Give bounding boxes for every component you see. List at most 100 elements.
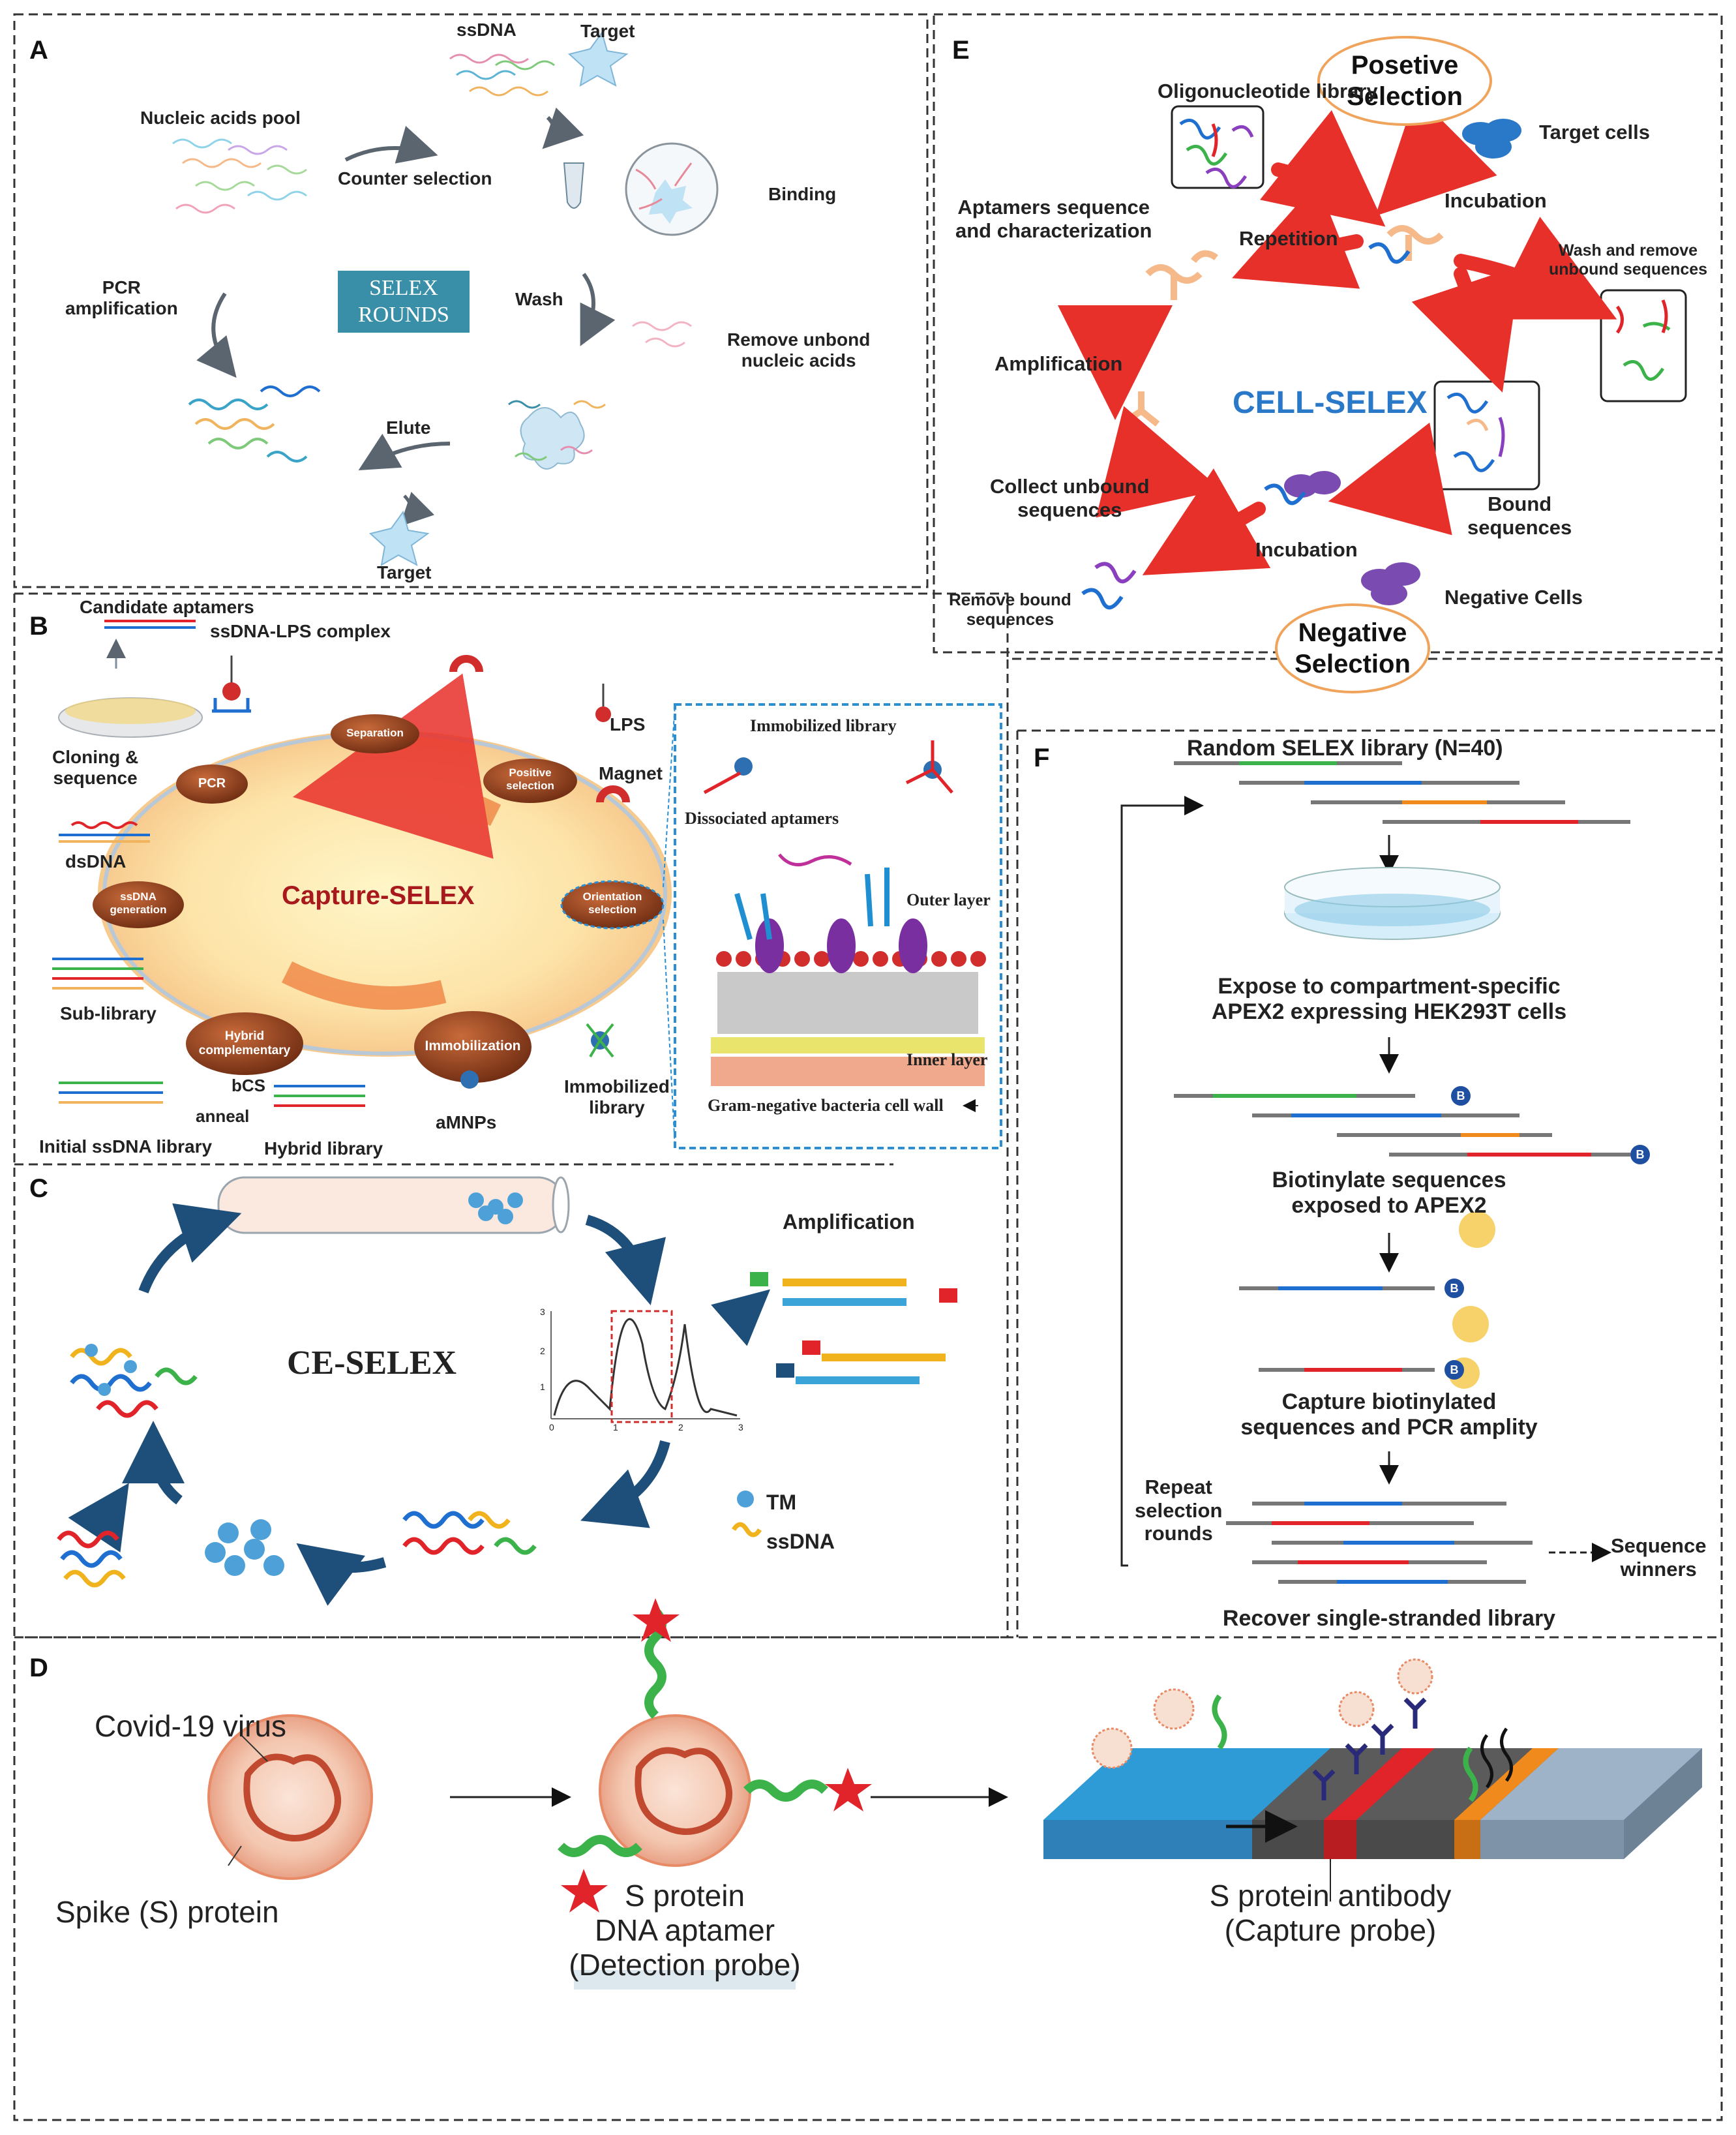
e-bound-label: Bound sequences (1467, 492, 1572, 539)
nucleic-acid-pool (172, 138, 307, 214)
eluted-aptamers (188, 386, 321, 462)
panel-f-letter: F (1034, 744, 1050, 772)
magnet-icon (596, 785, 630, 803)
inset-inner-label: Inner layer (906, 1050, 988, 1069)
b-cloning-label: Cloning & sequence (52, 747, 139, 789)
ssdna-top-cluster (449, 53, 555, 97)
wash-box (1600, 289, 1687, 402)
b-complex-label: ssDNA-LPS complex (210, 621, 391, 641)
library-strands-4 (1226, 1502, 1533, 1584)
f-capture-label: Capture biotinylated sequences and PCR a… (1240, 1389, 1538, 1440)
panel-a-border (13, 13, 929, 588)
capture-selex-title: Capture-SELEX (282, 881, 475, 910)
node-positive-label: Positive selection (506, 766, 554, 792)
ce-selex-title: CE-SELEX (287, 1344, 457, 1382)
e-amplification-label: Amplification (995, 352, 1123, 375)
amplification-art (750, 1272, 957, 1384)
wash-arrow (580, 273, 616, 346)
node-pcr-label: PCR (198, 776, 226, 791)
b-candidate-label: Candidate aptamers (80, 597, 254, 617)
tube-icon (563, 162, 585, 209)
inset-dissociated-label: Dissociated aptamers (685, 809, 839, 828)
target-star-bottom (368, 510, 430, 566)
a-binding-label: Binding (768, 184, 837, 204)
node-orientation-label: Orientation selection (582, 890, 642, 916)
target-star-top (567, 31, 629, 87)
d-virus-label: Covid-19 virus (95, 1709, 286, 1743)
c-ytick-2: 2 (540, 1346, 545, 1356)
panel-a-art (172, 31, 719, 566)
biotin-badge-2: B (1630, 1145, 1650, 1164)
panel-e-art (1058, 94, 1687, 610)
virus-left (207, 1714, 373, 1880)
a-target-bottom-label: Target (377, 562, 432, 583)
node-separation-label: Separation (346, 727, 404, 739)
a-ssdna-label: ssDNA (456, 20, 516, 40)
node-immob-label: Immobilization (425, 1038, 521, 1053)
f-recover-label: Recover single-stranded library (1222, 1606, 1556, 1631)
a-pcr-label: PCR amplification (65, 277, 178, 319)
target-cells (1462, 119, 1521, 159)
a-pool-label: Nucleic acids pool (140, 108, 301, 128)
e-collect-label: Collect unbound sequences (990, 475, 1150, 521)
inset-wall-label: Gram-negative bacteria cell wall (708, 1096, 944, 1115)
lateral-flow-strip (1043, 1658, 1702, 1901)
electropherogram (550, 1310, 740, 1423)
panel-b-letter: B (29, 612, 48, 641)
b-initial-label: Initial ssDNA library (39, 1136, 213, 1157)
b-sublibrary-label: Sub-library (60, 1003, 157, 1023)
b-immob-lib-label: Immobilized library (564, 1076, 670, 1118)
cell-selex-title: CELL-SELEX (1233, 386, 1428, 420)
library-strands-2 (1174, 1094, 1630, 1157)
c-xtick-0: 0 (549, 1422, 554, 1432)
c-amplification-label: Amplification (783, 1210, 915, 1234)
positive-selection-oval: Posetive Selection (1317, 36, 1492, 126)
c-xtick-3: 3 (738, 1422, 743, 1432)
e-repetition-label: Repetition (1239, 227, 1338, 250)
elute-arrow (358, 433, 451, 471)
panel-b-top (14, 592, 1009, 659)
binding-target (649, 179, 693, 224)
negative-selection-oval: Negative Selection (1275, 603, 1430, 693)
pcr-arrow (196, 292, 237, 378)
counter-selection-arrow (344, 125, 438, 164)
ce-complexes (57, 1348, 537, 1588)
a-elute-label: Elute (386, 417, 431, 438)
b-dsdna-label: dsDNA (65, 851, 127, 871)
inset-outer-label: Outer layer (906, 890, 991, 909)
selex-line2: ROUNDS (358, 302, 449, 327)
amnp-bead (460, 1070, 479, 1089)
virus-middle (599, 1714, 751, 1867)
panel-e-border (933, 13, 1723, 654)
node-hybrid-label: Hybrid complementary (198, 1029, 291, 1057)
e-wash-label: Wash and remove unbound sequences (1549, 241, 1708, 279)
b-lps-label: LPS (610, 714, 646, 734)
red-flow-arrows (1058, 94, 1617, 575)
c-ssdna-label: ssDNA (766, 1530, 835, 1553)
b-bcs-label: bCS (232, 1076, 265, 1095)
unbound-squiggle (632, 321, 692, 348)
biotin-badge-1: B (1451, 1086, 1471, 1106)
a-wash-label: Wash (515, 289, 563, 309)
e-remove-bound-label: Remove bound sequences (949, 590, 1071, 629)
panel-a-letter: A (29, 36, 48, 65)
selex-rounds-box: SELEX ROUNDS (338, 271, 470, 333)
panel-c-letter: C (29, 1174, 48, 1203)
d-spike-label: Spike (S) protein (55, 1895, 279, 1929)
b-magnet-label: Magnet (599, 763, 663, 783)
biotin-badge-3: B (1444, 1279, 1464, 1298)
node-ssdna-label: ssDNA generation (110, 890, 167, 916)
e-incubation-top-label: Incubation (1444, 189, 1547, 212)
f-biotinylate-label: Biotinylate sequences exposed to APEX2 (1272, 1168, 1506, 1219)
d-antibody-label: S protein antibody (Capture probe) (1209, 1879, 1452, 1947)
f-random-label: Random SELEX library (N=40) (1187, 736, 1503, 761)
arrow-to-tube (542, 107, 584, 149)
panel-b-art (52, 620, 1002, 1149)
panel-c-art (57, 1176, 957, 1606)
a-counter-label: Counter selection (338, 168, 492, 189)
library-strands-1 (1174, 761, 1630, 824)
panel-borders (13, 13, 1723, 2121)
inset-immobilized-label: Immobilized library (750, 716, 897, 735)
b-amnps-label: aMNPs (436, 1112, 497, 1132)
